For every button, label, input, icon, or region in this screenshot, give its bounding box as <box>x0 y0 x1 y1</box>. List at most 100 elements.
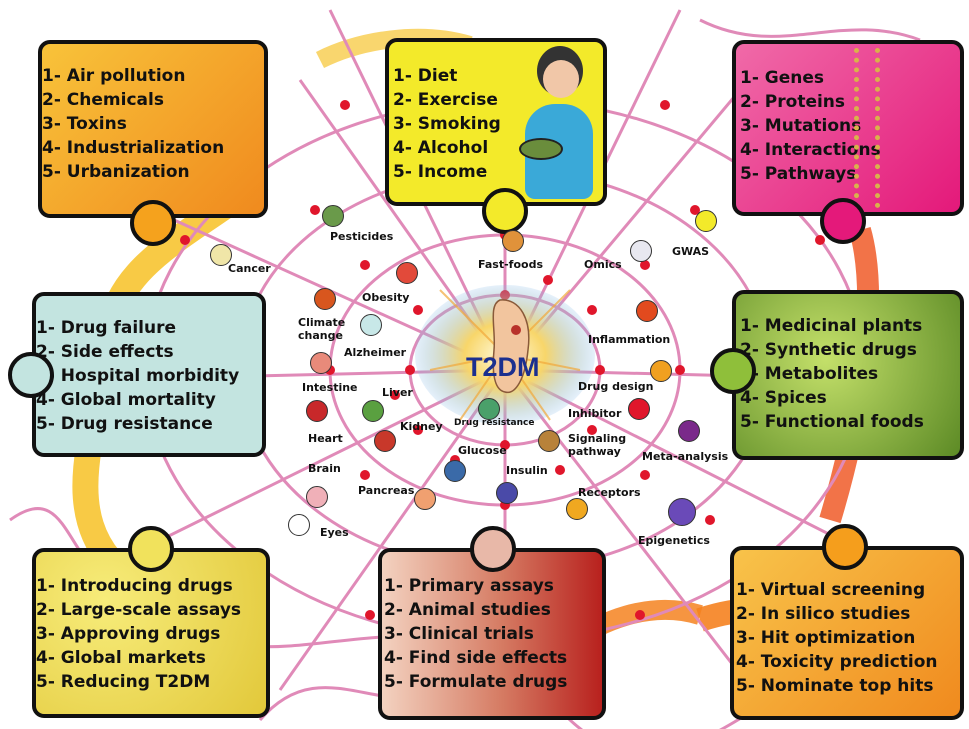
genetics-item: 3- Mutations <box>740 116 862 136</box>
meta-analysis-icon <box>678 420 700 442</box>
node-receptors: Receptors <box>578 486 641 499</box>
node-brain: Brain <box>308 462 341 475</box>
woman-illustration <box>519 46 599 201</box>
puzzle-tab <box>8 352 54 398</box>
eyes-icon <box>288 514 310 536</box>
node-gwas: GWAS <box>672 245 710 258</box>
node-intestine: Intestine <box>302 381 358 394</box>
panel-computational: 1- Virtual screening 2- In silico studie… <box>730 546 964 720</box>
computational-item: 2- In silico studies <box>736 604 911 624</box>
node-pesticides: Pesticides <box>330 230 394 243</box>
kidney-icon <box>374 430 396 452</box>
lifestyle-item: 5- Income <box>393 162 488 182</box>
node-signaling-pathway: Signaling pathway <box>568 432 627 458</box>
drug-problems-item: 2- Side effects <box>36 342 174 362</box>
computational-list: 1- Virtual screening 2- In silico studie… <box>736 578 960 698</box>
node-heart: Heart <box>308 432 343 445</box>
lifestyle-item: 4- Alcohol <box>393 138 489 158</box>
inhibitor-icon <box>628 398 650 420</box>
node-kidney: Kidney <box>400 420 443 433</box>
epigenetics-icon <box>668 498 696 526</box>
lifestyle-item: 1- Diet <box>393 66 458 86</box>
puzzle-tab <box>128 526 174 572</box>
lifestyle-list: 1- Diet 2- Exercise 3- Smoking 4- Alcoho… <box>393 64 603 184</box>
experiments-item: 2- Animal studies <box>384 600 551 620</box>
brain-icon <box>306 486 328 508</box>
lifestyle-item: 2- Exercise <box>393 90 498 110</box>
node-drug-design: Drug design <box>578 380 654 393</box>
puzzle-tab <box>130 200 176 246</box>
puzzle-tab <box>822 524 868 570</box>
computational-item: 3- Hit optimization <box>736 628 916 648</box>
drug-problems-item: 3- Hospital morbidity <box>36 366 240 386</box>
drug-problems-item: 1- Drug failure <box>36 318 177 338</box>
puzzle-tab <box>470 526 516 572</box>
experiments-item: 1- Primary assays <box>384 576 554 596</box>
panel-genetics: 1- Genes 2- Proteins 3- Mutations 4- Int… <box>732 40 964 216</box>
genetics-item: 4- Interactions <box>740 140 881 160</box>
drug-problems-item: 5- Drug resistance <box>36 414 213 434</box>
omics-icon <box>630 240 652 262</box>
therapeutics-item: 5- Functional foods <box>740 412 924 432</box>
computational-item: 5- Nominate top hits <box>736 676 934 696</box>
fast-foods-icon <box>502 230 524 252</box>
environment-item: 5- Urbanization <box>42 162 190 182</box>
node-glucose: Glucose <box>458 444 507 457</box>
panel-environment: 1- Air pollution 2- Chemicals 3- Toxins … <box>38 40 268 218</box>
node-obesity: Obesity <box>362 291 410 304</box>
cancer-icon <box>210 244 232 266</box>
panel-drug-problems: 1- Drug failure 2- Side effects 3- Hospi… <box>32 292 266 457</box>
pancreas-icon <box>414 488 436 510</box>
environment-item: 2- Chemicals <box>42 90 164 110</box>
experiments-item: 3- Clinical trials <box>384 624 534 644</box>
therapeutics-item: 4- Spices <box>740 388 827 408</box>
liver-icon <box>362 400 384 422</box>
genetics-item: 1- Genes <box>740 68 825 88</box>
heart-icon <box>306 400 328 422</box>
experiments-item: 5- Formulate drugs <box>384 672 568 692</box>
center-label: T2DM <box>466 352 540 382</box>
puzzle-tab <box>820 198 866 244</box>
node-cancer: Cancer <box>228 262 271 275</box>
market-list: 1- Introducing drugs 2- Large-scale assa… <box>36 574 266 694</box>
signaling-icon <box>538 430 560 452</box>
obesity-icon <box>396 262 418 284</box>
node-insulin: Insulin <box>506 464 548 477</box>
genetics-list: 1- Genes 2- Proteins 3- Mutations 4- Int… <box>740 66 960 186</box>
intestine-icon <box>310 352 332 374</box>
node-meta-analysis: Meta-analysis <box>642 450 729 463</box>
node-alzheimer: Alzheimer <box>344 346 407 359</box>
environment-list: 1- Air pollution 2- Chemicals 3- Toxins … <box>42 64 264 184</box>
node-pancreas: Pancreas <box>358 484 415 497</box>
panel-lifestyle: 1- Diet 2- Exercise 3- Smoking 4- Alcoho… <box>385 38 607 206</box>
environment-item: 4- Industrialization <box>42 138 225 158</box>
panel-market: 1- Introducing drugs 2- Large-scale assa… <box>32 548 270 718</box>
inflammation-icon <box>636 300 658 322</box>
drug-design-icon <box>650 360 672 382</box>
puzzle-tab <box>710 348 756 394</box>
environment-item: 3- Toxins <box>42 114 127 134</box>
computational-item: 1- Virtual screening <box>736 580 926 600</box>
market-item: 3- Approving drugs <box>36 624 221 644</box>
market-item: 5- Reducing T2DM <box>36 672 211 692</box>
genetics-item: 5- Pathways <box>740 164 857 184</box>
node-climate-change: Climate change <box>298 316 346 342</box>
therapeutics-item: 1- Medicinal plants <box>740 316 923 336</box>
node-inflammation: Inflammation <box>588 333 671 346</box>
climate-icon <box>314 288 336 310</box>
drug-problems-list: 1- Drug failure 2- Side effects 3- Hospi… <box>36 316 262 436</box>
drug-problems-item: 4- Global mortality <box>36 390 216 410</box>
lifestyle-item: 3- Smoking <box>393 114 501 134</box>
glucose-icon <box>444 460 466 482</box>
node-epigenetics: Epigenetics <box>638 534 710 547</box>
computational-item: 4- Toxicity prediction <box>736 652 938 672</box>
pesticides-icon <box>322 205 344 227</box>
drug-resistance-icon <box>478 398 500 420</box>
dna-icon <box>854 48 880 208</box>
insulin-icon <box>496 482 518 504</box>
alzheimer-icon <box>360 314 382 336</box>
therapeutics-item: 3- Metabolites <box>740 364 879 384</box>
node-drug-resistance: Drug resistance <box>454 418 535 428</box>
puzzle-tab <box>482 188 528 234</box>
receptors-icon <box>566 498 588 520</box>
